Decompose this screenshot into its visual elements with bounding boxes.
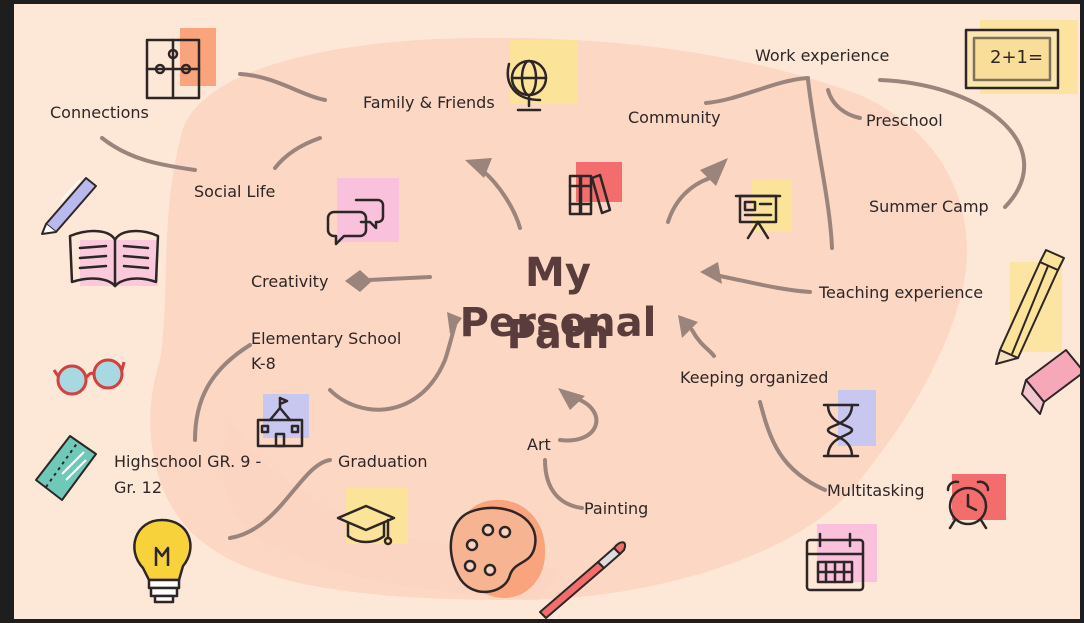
chalkboard-text: 2+1=: [990, 47, 1044, 68]
connector-creativity: [366, 275, 432, 282]
books-icon: [568, 173, 612, 216]
connector-family-social: [273, 136, 322, 170]
hourglass-icon: [822, 403, 860, 458]
notebook-icon: [35, 435, 97, 501]
pencil-icon: [995, 249, 1065, 365]
connector-center-top: [480, 168, 522, 230]
connector-art: [558, 396, 599, 443]
pad-pink-chat: [337, 178, 399, 242]
connector-keeping: [690, 328, 716, 358]
connector-connections: [100, 136, 197, 172]
node-teaching-experience: Teaching experience: [819, 283, 984, 302]
node-keeping-organized: Keeping organized: [680, 368, 829, 387]
arrowhead-teaching: [700, 262, 722, 284]
central-title-line1: My Personal: [459, 250, 657, 346]
node-work-experience: Work experience: [755, 46, 890, 65]
pen-icon: [41, 177, 97, 235]
connector-puzzle-family: [238, 72, 327, 102]
node-preschool: Preschool: [866, 111, 943, 130]
arrowhead-keeping: [678, 315, 698, 338]
connector-elementary: [328, 323, 457, 412]
paintbrush-icon: [539, 541, 626, 619]
connector-community: [704, 76, 810, 105]
node-community: Community: [628, 108, 721, 127]
graduation-cap-icon: [336, 504, 396, 546]
calendar-icon: [805, 532, 865, 592]
node-social-life: Social Life: [194, 182, 276, 201]
node-elementary-line2: K-8: [251, 354, 276, 373]
node-painting: Painting: [584, 499, 649, 518]
chalkboard-icon: [964, 28, 1060, 90]
node-creativity: Creativity: [251, 272, 329, 291]
node-family-friends: Family & Friends: [363, 93, 495, 112]
glasses-icon: [52, 358, 126, 396]
viewer-frame-bottom: [0, 619, 1084, 623]
arrowhead-elementary: [447, 312, 462, 334]
presentation-board-icon: [734, 194, 782, 240]
connector-multitasking: [758, 400, 827, 492]
connector-highschool: [193, 343, 252, 442]
alarm-clock-icon: [946, 480, 990, 530]
connector-work-preschool: [826, 88, 862, 120]
node-art: Art: [527, 435, 551, 454]
connector-painting: [543, 458, 584, 510]
eraser-icon: [1021, 349, 1084, 415]
viewer-frame-top: [0, 0, 1084, 4]
open-book-icon: [68, 229, 160, 288]
connector-center-work: [666, 176, 712, 224]
viewer-frame-left: [0, 0, 14, 623]
node-connections: Connections: [50, 103, 149, 122]
puzzle-icon: [145, 38, 201, 100]
arrowhead-creativity: [345, 270, 372, 292]
node-summer-camp: Summer Camp: [869, 197, 989, 216]
central-title-line2: Path: [506, 312, 610, 358]
arrowhead-top: [465, 158, 492, 178]
connector-teaching: [713, 273, 812, 294]
viewer-frame-right: [1080, 0, 1084, 623]
node-multitasking: Multitasking: [827, 481, 925, 500]
arrowhead-art: [558, 388, 585, 410]
pad-red-books: [576, 162, 622, 202]
chat-bubbles-icon: [326, 198, 385, 246]
globe-icon: [506, 59, 548, 112]
node-highschool-line1: Highschool GR. 9 -: [114, 452, 262, 471]
connector-work-teaching: [806, 78, 834, 250]
arrowhead-work: [700, 158, 728, 186]
connector-graduation: [228, 458, 332, 540]
school-building-icon: [256, 396, 304, 448]
paint-palette-icon: [449, 506, 537, 594]
node-graduation: Graduation: [338, 452, 428, 471]
node-highschool-line2: Gr. 12: [114, 478, 163, 497]
node-elementary-line1: Elementary School: [251, 329, 402, 348]
light-bulb-icon: [133, 518, 192, 604]
connector-summer: [878, 78, 1027, 209]
pad-yellow-cap: [346, 488, 408, 544]
